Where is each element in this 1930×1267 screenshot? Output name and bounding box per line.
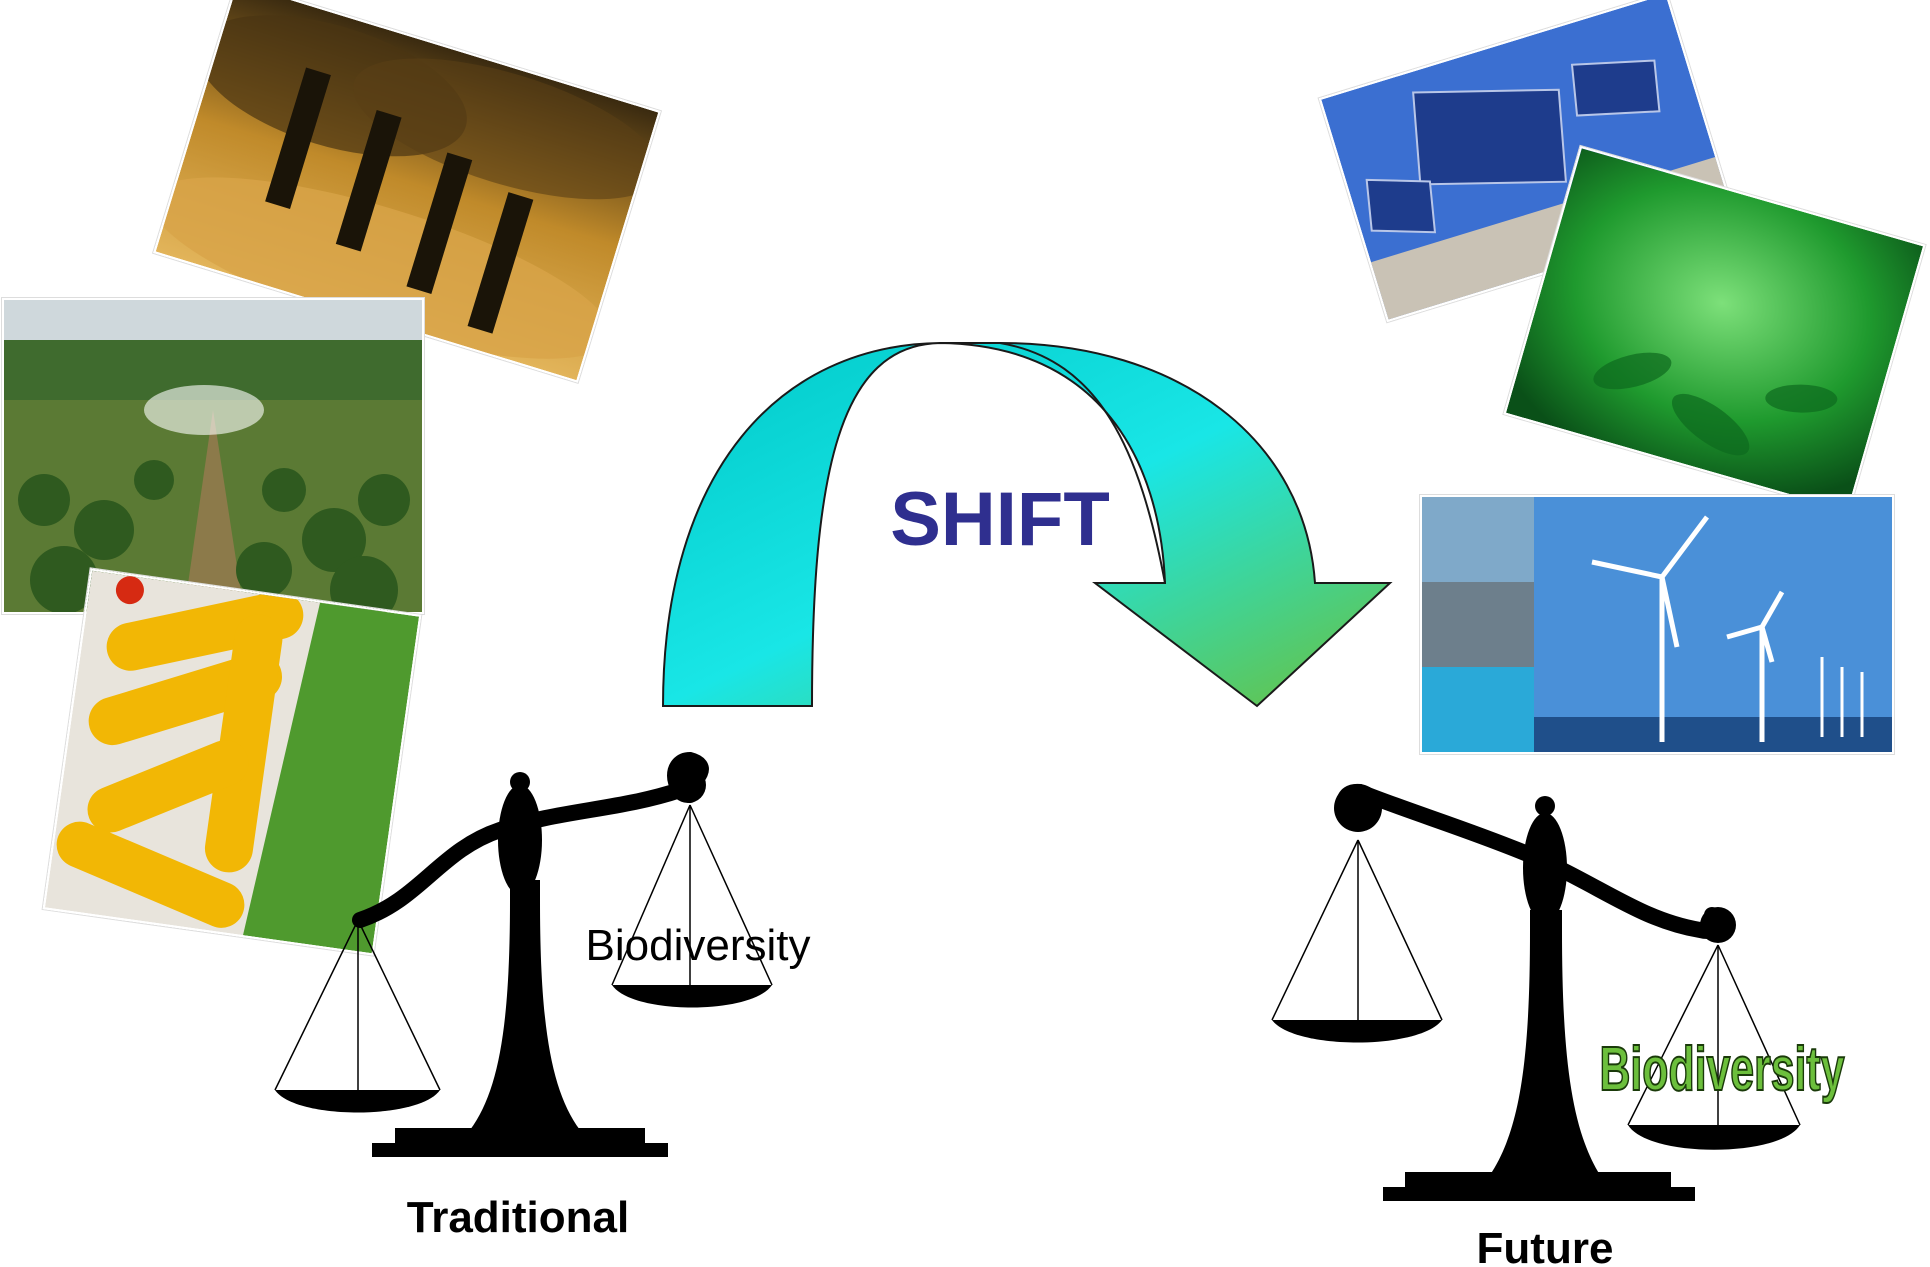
corn-photo: [42, 568, 422, 956]
future-scale: [1271, 783, 1801, 1201]
irrigated-plantation-photo: [2, 298, 424, 614]
shift-arrow-body: [661, 341, 1393, 708]
shift-arrow-fold: [999, 342, 1166, 584]
smokestacks-photo: [153, 0, 661, 383]
traditional-label: Traditional: [407, 1193, 629, 1242]
future-pan-label: Biodiversity: [1600, 1035, 1845, 1104]
algae-photo: [1503, 145, 1926, 514]
shift-label: SHIFT: [890, 477, 1110, 562]
future-label: Future: [1477, 1224, 1614, 1267]
offshore-wind-photo: [1420, 495, 1894, 754]
traditional-pan-label: Biodiversity: [586, 921, 811, 970]
traditional-scale: [274, 751, 773, 1157]
